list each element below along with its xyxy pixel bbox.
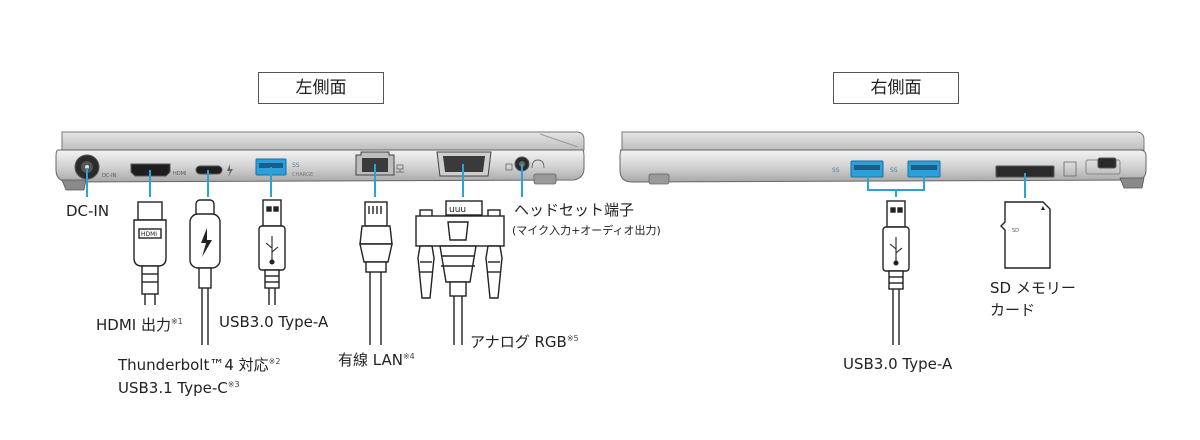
hdmi-label-text: HDMI 出力 [96, 316, 171, 334]
thunderbolt-note: ※2 [268, 357, 281, 366]
svg-text:SD: SD [1012, 228, 1019, 234]
left-laptop-body [55, 131, 585, 191]
svg-text:HDMI: HDMI [141, 231, 157, 238]
usb-a-plug-right-icon [882, 200, 910, 345]
usb-ss-mark-right-2: SS [890, 167, 898, 174]
lan-plug-icon [359, 201, 393, 345]
hdmi-plug-icon: HDMI [133, 201, 167, 305]
usb-left-label: USB3.0 Type-A [219, 313, 329, 331]
left-side-title: 左側面 [258, 72, 384, 104]
sd-label-line2: カード [990, 301, 1036, 319]
headset-sub-label: (マイク入力+オーディオ出力) [512, 224, 661, 237]
thunderbolt-label: Thunderbolt™4 対応※2 [118, 352, 280, 375]
rgb-note: ※5 [566, 334, 579, 343]
thunderbolt-label-text: Thunderbolt™4 対応 [118, 356, 269, 374]
hdmi-mark: HDMI [173, 171, 186, 177]
rgb-label: アナログ RGB※5 [470, 329, 579, 352]
usb-a-plug-left-icon [258, 199, 286, 305]
usb-c-plug-icon [189, 199, 221, 345]
sd-mark-icon [1063, 161, 1077, 177]
right-callout-lines [867, 173, 1026, 198]
headset-label: ヘッドセット端子 [514, 201, 635, 219]
sd-label-line1: SD メモリー [990, 279, 1076, 297]
dc-in-label: DC-IN [66, 202, 110, 220]
dc-in-mark: DC-IN [102, 173, 117, 179]
hdmi-note: ※1 [170, 317, 183, 326]
right-side-title: 右側面 [833, 72, 959, 104]
right-laptop-body [619, 131, 1147, 189]
headset-mark-icon [531, 159, 545, 169]
lan-mark-icon [396, 164, 404, 173]
usb-ss-mark-right-1: SS [832, 167, 840, 174]
svg-text:uuu: uuu [449, 205, 466, 215]
lan-note: ※4 [402, 352, 415, 361]
lan-label: 有線 LAN※4 [338, 347, 415, 370]
usb-ss-mark-left: SS [292, 162, 300, 169]
vga-mark-icon [505, 163, 513, 171]
rgb-label-text: アナログ RGB [470, 333, 567, 351]
usb-c-note: ※3 [227, 380, 240, 389]
hdmi-label: HDMI 出力※1 [96, 312, 183, 335]
charge-mark: CHARGE [292, 172, 313, 178]
vga-plug-icon: uuu [415, 200, 505, 345]
usb-c-label-text: USB3.1 Type-C [118, 379, 228, 397]
usb-right-label: USB3.0 Type-A [843, 355, 953, 373]
lan-label-text: 有線 LAN [338, 351, 403, 369]
thunderbolt-mark-icon [227, 164, 233, 177]
left-callout-lines [86, 164, 523, 197]
dc-in-port [74, 154, 100, 180]
usb-c-label: USB3.1 Type-C※3 [118, 375, 240, 398]
sd-card-icon: SD [1000, 201, 1051, 269]
